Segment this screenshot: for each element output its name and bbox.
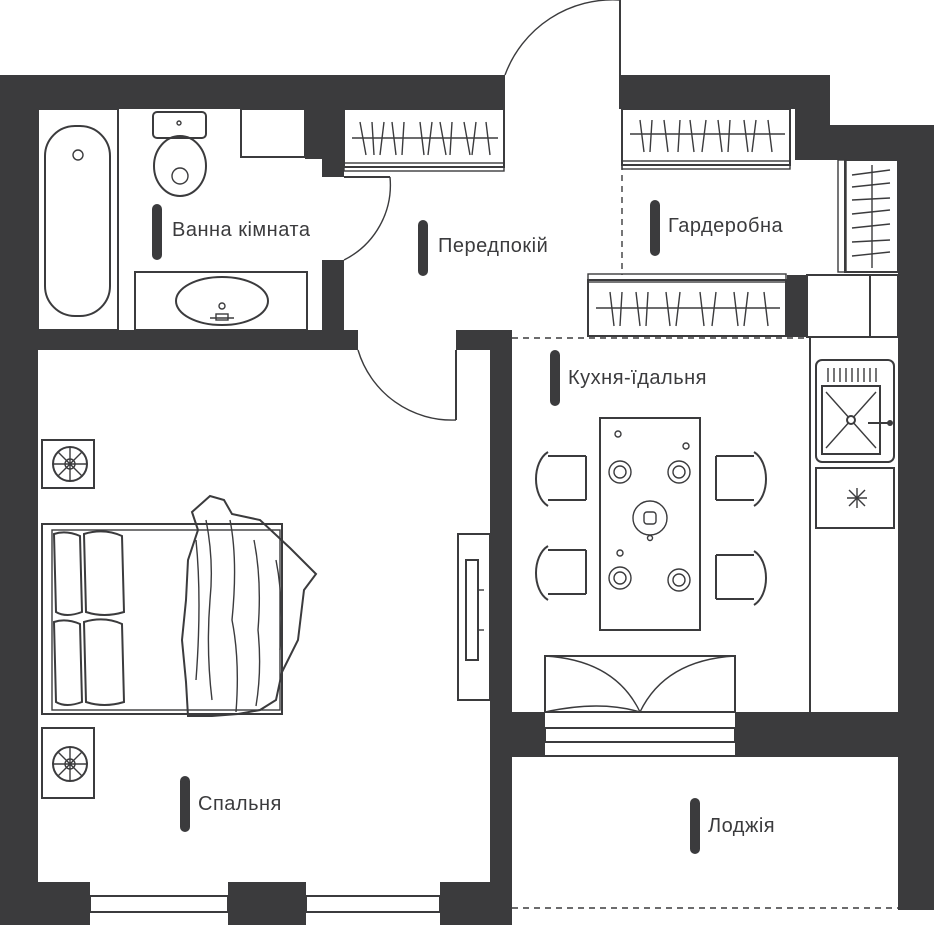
walls <box>0 75 934 925</box>
kitchen <box>512 337 895 743</box>
room-labels: Ванна кімната Передпокій Гардеробна Кухн… <box>152 200 784 854</box>
label-hallway: Передпокій <box>438 235 548 257</box>
hallway <box>343 0 621 421</box>
loggia <box>512 755 898 909</box>
wardrobe <box>587 108 899 338</box>
label-wardrobe: Гардеробна <box>668 215 784 237</box>
bathroom <box>37 108 392 331</box>
label-bedroom: Спальня <box>198 793 282 815</box>
label-loggia: Лоджія <box>708 815 775 837</box>
label-bathroom: Ванна кімната <box>172 219 311 241</box>
label-kitchen: Кухня-їдальня <box>568 367 707 389</box>
bedroom <box>41 439 491 913</box>
